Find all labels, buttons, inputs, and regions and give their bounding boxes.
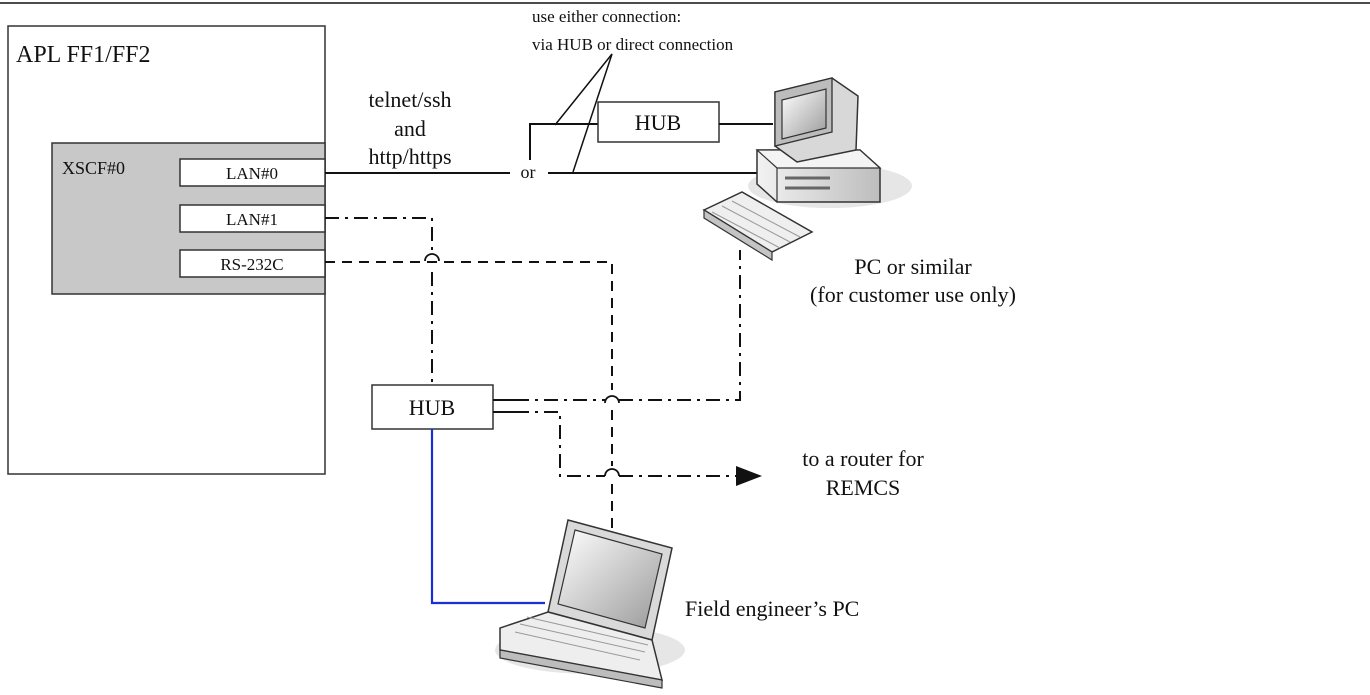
protocol-line-3: http/https <box>368 144 451 169</box>
desktop-pc-icon <box>702 77 912 262</box>
field-pc-blue-cable <box>430 429 545 605</box>
hub-to-customer-pc-cable-b <box>619 250 741 401</box>
router-arrow-icon <box>736 466 762 486</box>
note-pointer-lines <box>554 53 613 173</box>
customer-pc-label-2: (for customer use only) <box>810 282 1016 307</box>
lan0-port <box>179 158 326 187</box>
hub-branch-cable <box>529 123 598 160</box>
rs232c-crossover-hop-2 <box>604 468 620 477</box>
hub-top-label: HUB <box>635 110 681 135</box>
hub-top <box>597 101 720 143</box>
protocol-line-1: telnet/ssh <box>368 87 451 112</box>
or-label: or <box>521 162 536 182</box>
apl-label: APL FF1/FF2 <box>16 42 151 68</box>
lan1-label: LAN#1 <box>226 210 278 229</box>
hub-bottom <box>371 384 494 430</box>
note-line-2: via HUB or direct connection <box>532 35 734 54</box>
protocol-line-2: and <box>394 116 426 141</box>
laptop-icon <box>495 519 685 689</box>
rs232c-crossover-hop-1 <box>604 395 620 404</box>
lan1-crossover-hop <box>424 253 440 262</box>
rs232c-label: RS-232C <box>220 255 283 274</box>
router-label-1: to a router for <box>802 446 924 471</box>
lan0-label: LAN#0 <box>226 164 278 183</box>
rs232c-cable-upper <box>325 261 613 390</box>
lan1-cable-upper <box>325 217 433 250</box>
xscf-label: XSCF#0 <box>62 158 125 178</box>
hub-bottom-label: HUB <box>409 395 455 420</box>
customer-pc-label-1: PC or similar <box>854 254 972 279</box>
hub-to-router-cable-a <box>515 411 605 477</box>
note-line-1: use either connection: <box>532 7 681 26</box>
router-label-2: REMCS <box>826 475 901 500</box>
field-pc-label: Field engineer’s PC <box>685 596 859 621</box>
rs232c-port <box>179 249 326 278</box>
